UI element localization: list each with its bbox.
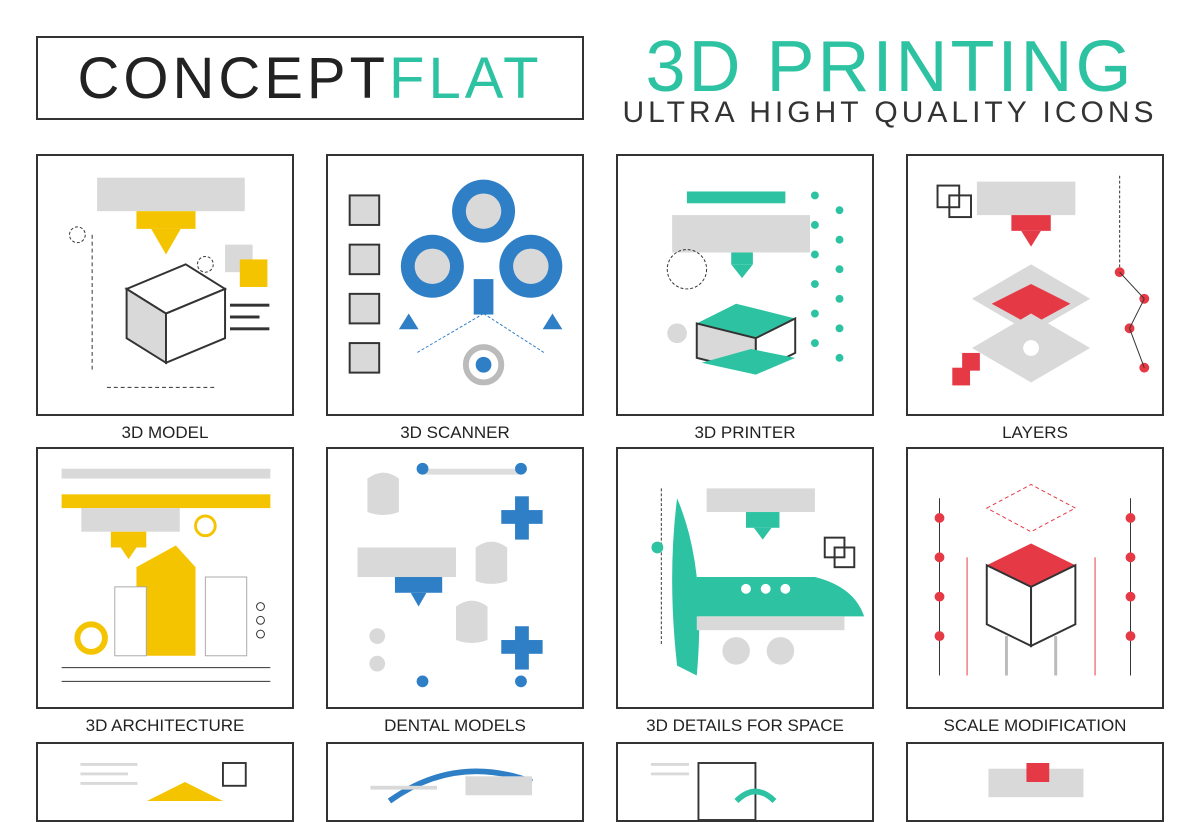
page-subtitle: ULTRA HIGHT QUALITY ICONS	[622, 96, 1158, 129]
3d-scanner-icon	[348, 179, 563, 386]
tile-layers[interactable]	[906, 154, 1164, 416]
tile-3d-details-for-space[interactable]	[616, 447, 874, 709]
brand-box: CONCEPT FLAT	[36, 36, 584, 120]
tile-row3-1[interactable]	[36, 742, 294, 822]
3d-printer-icon	[666, 191, 844, 375]
tile-label-scale-modification: SCALE MODIFICATION	[943, 716, 1127, 735]
tile-label-3d-architecture: 3D ARCHITECTURE	[85, 716, 245, 735]
3d-details-for-space-icon	[651, 488, 865, 676]
tile-scale-modification[interactable]	[906, 447, 1164, 709]
page-title: 3D PRINTING	[645, 27, 1135, 107]
3d-icon-partial	[650, 762, 777, 820]
tile-label-3d-printer: 3D PRINTER	[694, 423, 796, 442]
tile-label-3d-model: 3D MODEL	[121, 423, 209, 442]
tile-label-3d-details-for-space: 3D DETAILS FOR SPACE	[646, 716, 844, 735]
3d-icon-partial	[80, 762, 247, 801]
tile-3d-scanner[interactable]	[326, 154, 584, 416]
brand-part1: CONCEPT	[77, 45, 390, 111]
dental-models-icon	[357, 462, 543, 688]
tile-label-layers: LAYERS	[1002, 423, 1068, 442]
3d-icon-partial	[988, 763, 1084, 798]
tile-3d-printer[interactable]	[616, 154, 874, 416]
tile-3d-architecture[interactable]	[36, 447, 294, 709]
tile-row3-4[interactable]	[906, 742, 1164, 822]
tile-label-dental-models: DENTAL MODELS	[384, 716, 526, 735]
tile-row3-2[interactable]	[326, 742, 584, 822]
3d-architecture-icon	[61, 468, 271, 682]
3d-icon-partial	[370, 768, 533, 804]
brand-part2: FLAT	[389, 45, 543, 111]
layers-icon	[936, 175, 1150, 386]
tile-3d-model[interactable]	[36, 154, 294, 416]
tile-row3-3[interactable]	[616, 742, 874, 822]
tile-label-3d-scanner: 3D SCANNER	[400, 423, 510, 442]
scale-modification-icon	[934, 483, 1136, 676]
tile-dental-models[interactable]	[326, 447, 584, 709]
3d-model-icon	[69, 177, 270, 388]
